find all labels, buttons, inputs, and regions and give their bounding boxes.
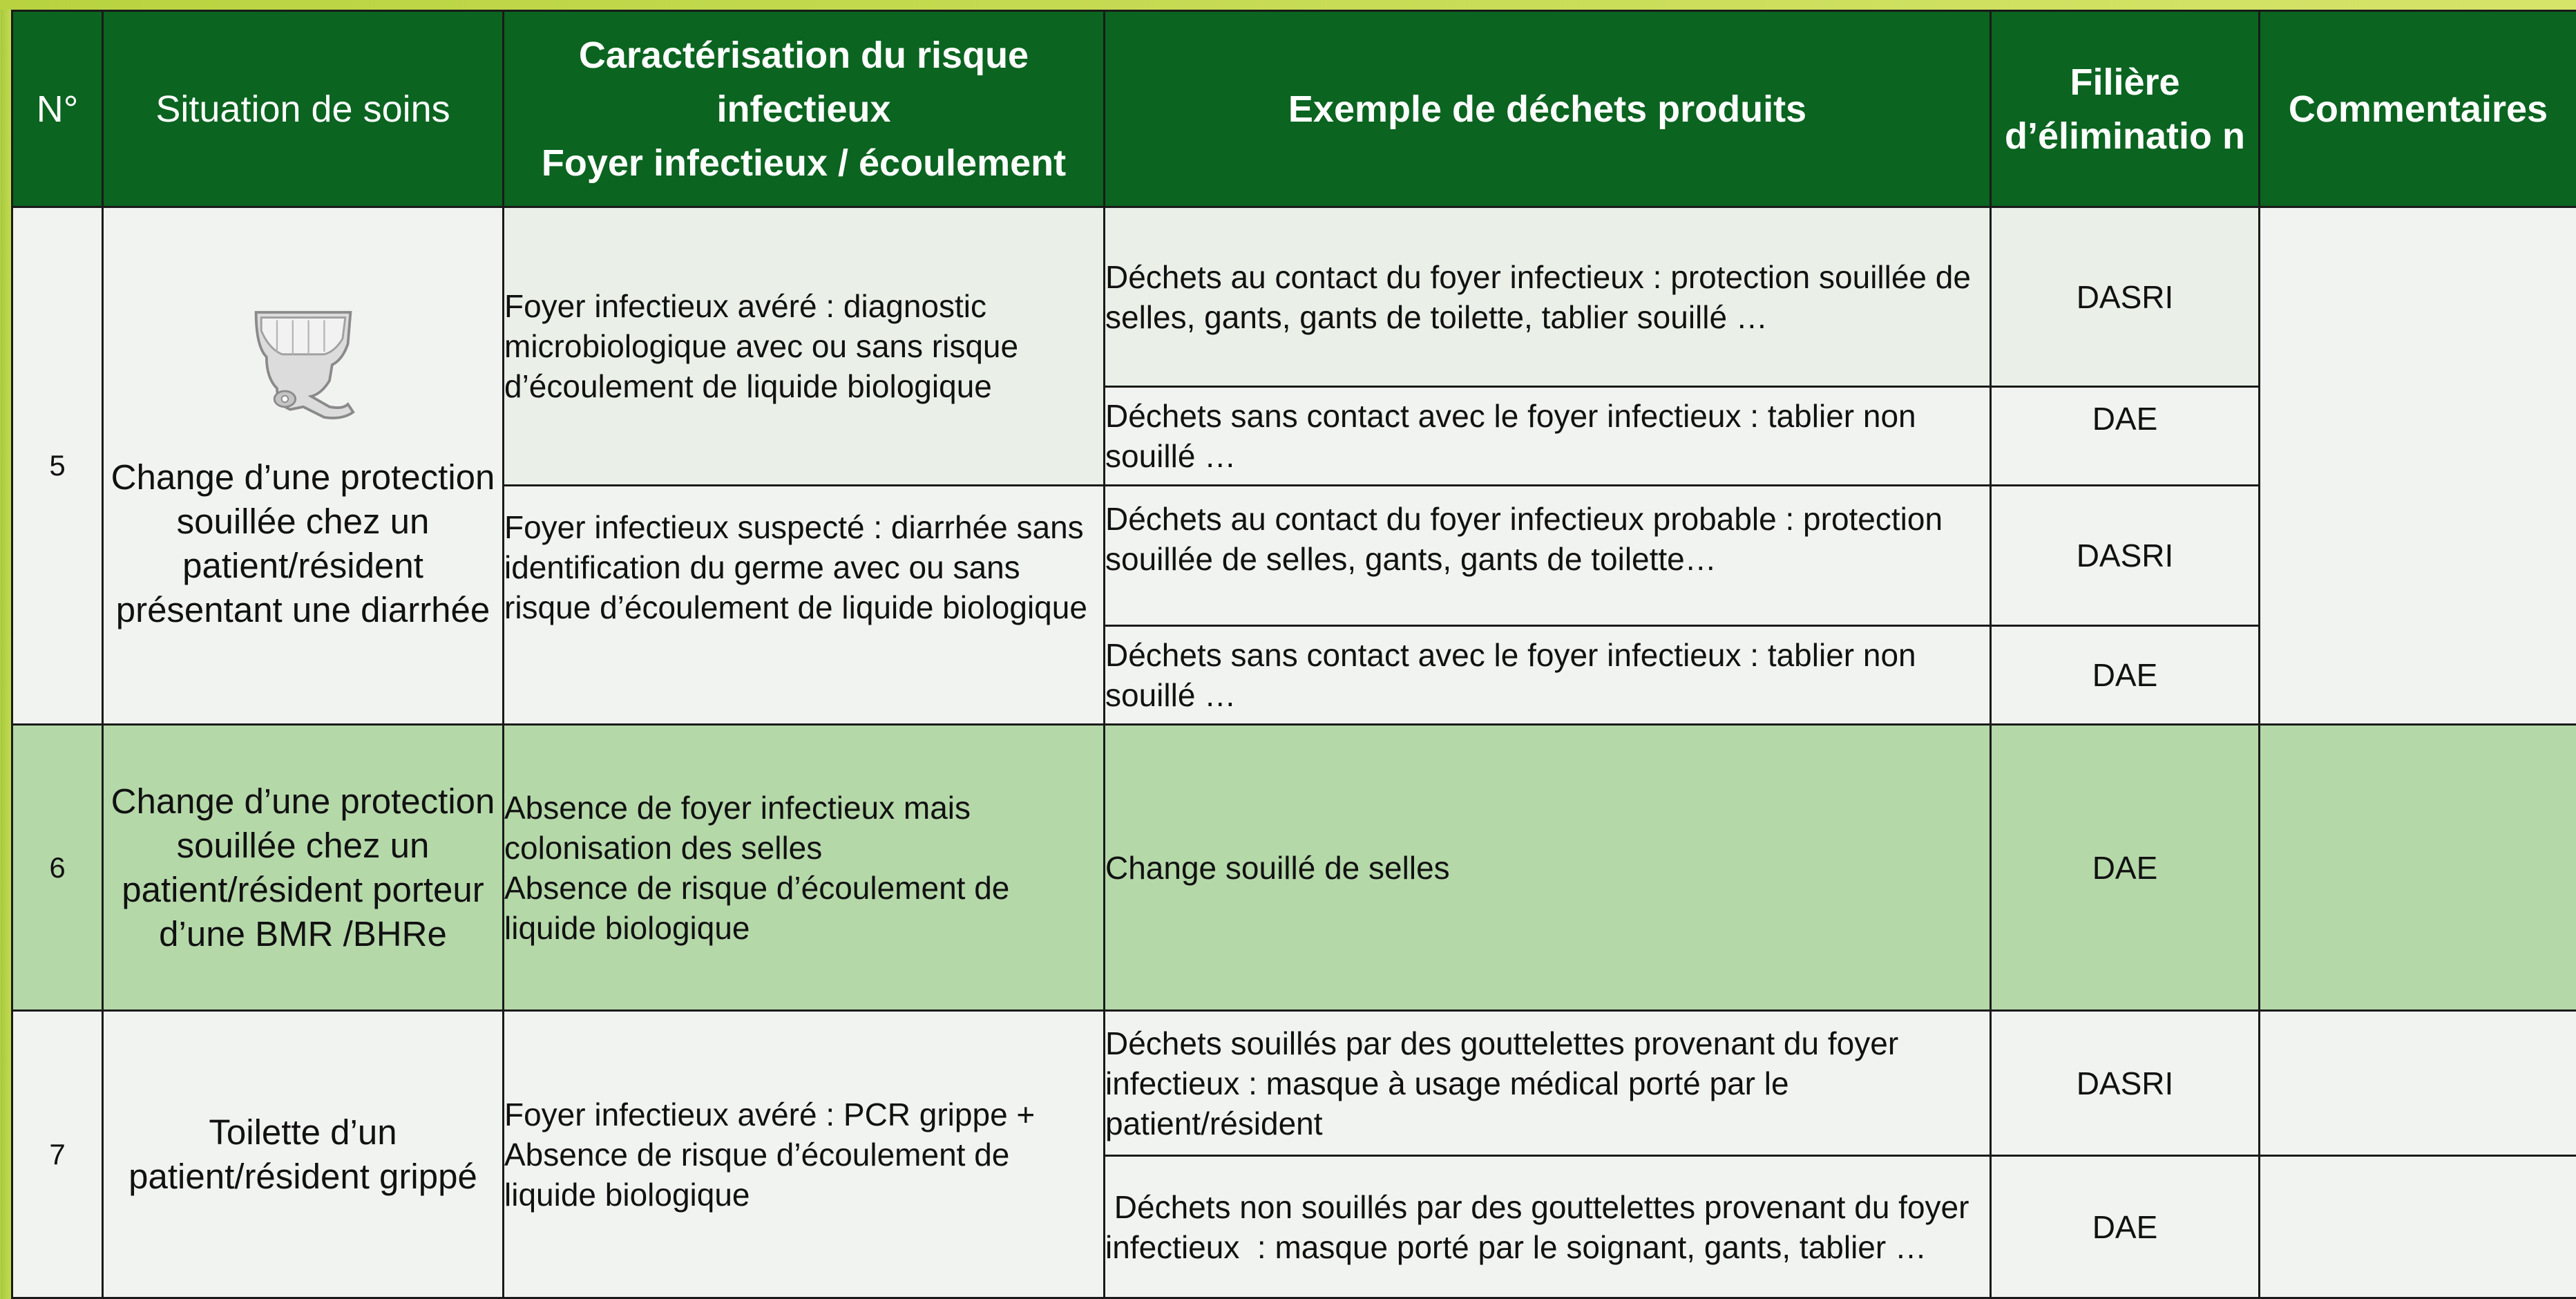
filiere-cell: DASRI xyxy=(1991,486,2260,626)
table-row: 5 Change d’une protection souillée chez … xyxy=(12,207,2576,387)
filiere-cell: DAE xyxy=(1991,387,2260,486)
exemple-cell: Déchets sans contact avec le foyer infec… xyxy=(1105,626,1991,725)
exemple-cell: Déchets au contact du foyer infectieux p… xyxy=(1105,486,1991,626)
filiere-cell: DAE xyxy=(1991,725,2260,1011)
exemple-cell: Déchets souillés par des gouttelettes pr… xyxy=(1105,1011,1991,1156)
header-num: N° xyxy=(12,11,103,207)
header-commentaires: Commentaires xyxy=(2260,11,2576,207)
filiere-cell: DAE xyxy=(1991,626,2260,725)
table-row: 7 Toilette d’un patient/résident grippé … xyxy=(12,1011,2576,1156)
top-accent-bar xyxy=(0,0,2576,10)
row-number: 6 xyxy=(12,725,103,1011)
row-number: 7 xyxy=(12,1011,103,1298)
caracterisation-cell: Foyer infectieux suspecté : diarrhée san… xyxy=(504,486,1105,725)
commentaires-cell xyxy=(2260,1011,2576,1156)
caracterisation-cell: Foyer infectieux avéré : diagnostic micr… xyxy=(504,207,1105,486)
row-number: 5 xyxy=(12,207,103,725)
header-row: N° Situation de soins Caractérisation du… xyxy=(12,11,2576,207)
caracterisation-cell: Foyer infectieux avéré : PCR grippe + Ab… xyxy=(504,1011,1105,1298)
commentaires-cell xyxy=(2260,207,2576,725)
filiere-cell: DAE xyxy=(1991,1156,2260,1298)
diaper-icon xyxy=(238,299,369,430)
header-situation: Situation de soins xyxy=(103,11,504,207)
exemple-cell: Déchets sans contact avec le foyer infec… xyxy=(1105,387,1991,486)
header-caracterisation: Caractérisation du risque infectieux Foy… xyxy=(504,11,1105,207)
situation-cell: Toilette d’un patient/résident grippé xyxy=(103,1011,504,1298)
header-filiere: Filière d’éliminatio n xyxy=(1991,11,2260,207)
waste-table: N° Situation de soins Caractérisation du… xyxy=(11,10,2576,1299)
situation-cell: Change d’une protection souillée chez un… xyxy=(103,725,504,1011)
filiere-cell: DASRI xyxy=(1991,207,2260,387)
exemple-cell: Déchets au contact du foyer infectieux :… xyxy=(1105,207,1991,387)
header-exemple: Exemple de déchets produits xyxy=(1105,11,1991,207)
commentaires-cell xyxy=(2260,1156,2576,1298)
situation-text: Change d’une protection souillée chez un… xyxy=(111,457,495,629)
caracterisation-cell: Absence de foyer infectieux mais colonis… xyxy=(504,725,1105,1011)
filiere-cell: DASRI xyxy=(1991,1011,2260,1156)
table-row: 6 Change d’une protection souillée chez … xyxy=(12,725,2576,1011)
situation-cell: Change d’une protection souillée chez un… xyxy=(103,207,504,725)
exemple-cell: Change souillé de selles xyxy=(1105,725,1991,1011)
exemple-cell: Déchets non souillés par des gouttelette… xyxy=(1105,1156,1991,1298)
commentaires-cell xyxy=(2260,725,2576,1011)
